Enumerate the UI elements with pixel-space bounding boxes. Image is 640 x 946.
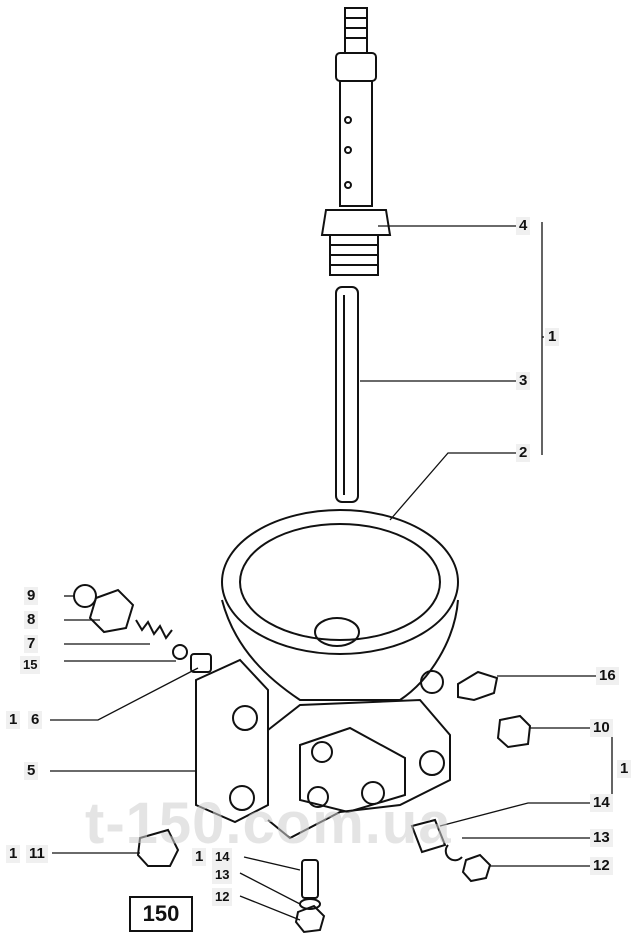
label-12-bottom: 12: [212, 888, 233, 906]
label-7: 7: [24, 635, 39, 653]
part-spring: [135, 619, 173, 640]
label-1-left-6: 1: [6, 711, 21, 729]
label-1-left-11: 1: [6, 845, 21, 863]
label-13-right: 13: [590, 829, 613, 847]
part-housing-bowl: [221, 509, 459, 701]
part-nut-12b: [294, 904, 326, 934]
label-9: 9: [24, 587, 39, 605]
part-ball: [172, 644, 188, 660]
label-14-right: 14: [590, 794, 613, 812]
part-shaft-assembly: [320, 7, 392, 276]
label-5: 5: [24, 762, 39, 780]
part-snap-ring: [73, 584, 97, 608]
label-3: 3: [516, 372, 531, 390]
label-10: 10: [590, 719, 613, 737]
label-6: 6: [28, 711, 43, 729]
label-13-bottom: 13: [212, 866, 233, 884]
part-screw-14: [410, 818, 447, 854]
label-2: 2: [516, 444, 531, 462]
label-14-bottom: 14: [212, 848, 233, 866]
label-16: 16: [596, 667, 619, 685]
label-1-right: 1: [617, 760, 632, 778]
watermark: t-150.com.ua: [85, 791, 452, 856]
part-nut-8: [88, 588, 135, 634]
page-number-box: 150: [129, 896, 193, 932]
part-fitting-16: [457, 670, 499, 702]
label-8: 8: [24, 611, 39, 629]
label-1-bottom: 1: [192, 848, 207, 866]
part-screw-14b: [301, 859, 319, 899]
label-4: 4: [516, 217, 531, 235]
part-plug-11: [136, 828, 180, 867]
part-seat: [190, 653, 212, 673]
label-12-right: 12: [590, 857, 613, 875]
part-body: [195, 658, 451, 840]
part-washer-13: [444, 844, 463, 862]
label-15: 15: [20, 656, 41, 674]
label-11: 11: [26, 845, 48, 863]
part-nut-12: [461, 853, 492, 883]
part-plug-10: [496, 714, 532, 749]
label-1-assembly: 1: [545, 328, 560, 346]
part-tube: [335, 286, 359, 503]
